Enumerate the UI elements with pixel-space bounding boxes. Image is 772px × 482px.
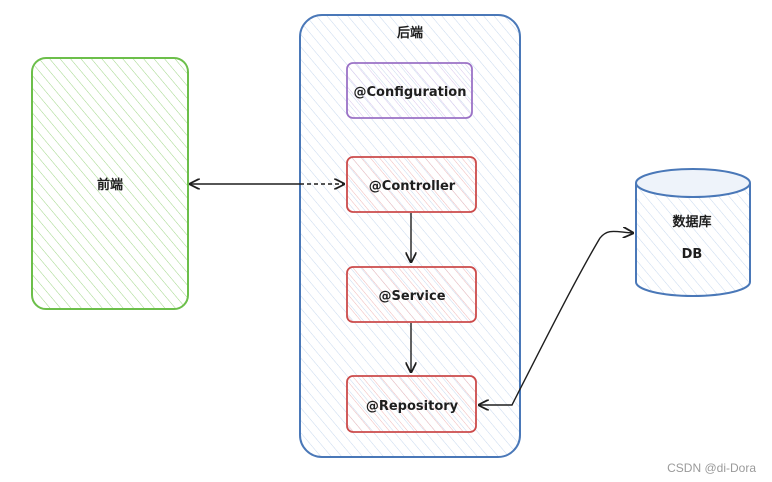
configuration-label: @Configuration (354, 85, 467, 100)
frontend-label: 前端 (97, 177, 123, 193)
database-cylinder-top (635, 168, 751, 198)
controller-box (346, 156, 477, 213)
database-node: 数据库 DB (635, 168, 751, 297)
database-label: 数据库 (672, 214, 711, 230)
configuration-box (346, 62, 473, 119)
repository-label: @Repository (366, 399, 459, 414)
repository-node: @Repository (346, 375, 477, 433)
service-box (346, 266, 477, 323)
configuration-node: @Configuration (346, 62, 473, 119)
edge-repository-database (479, 231, 633, 405)
service-node: @Service (346, 266, 477, 323)
database-sublabel: DB (682, 247, 703, 262)
controller-node: @Controller (346, 156, 477, 213)
repository-box (346, 375, 477, 433)
service-label: @Service (378, 289, 445, 304)
watermark: CSDN @di-Dora (667, 461, 756, 475)
backend-label: 后端 (397, 25, 423, 41)
frontend-node: 前端 (31, 57, 189, 310)
frontend-box (31, 57, 189, 310)
database-cylinder-body (635, 183, 751, 297)
controller-label: @Controller (369, 179, 456, 194)
